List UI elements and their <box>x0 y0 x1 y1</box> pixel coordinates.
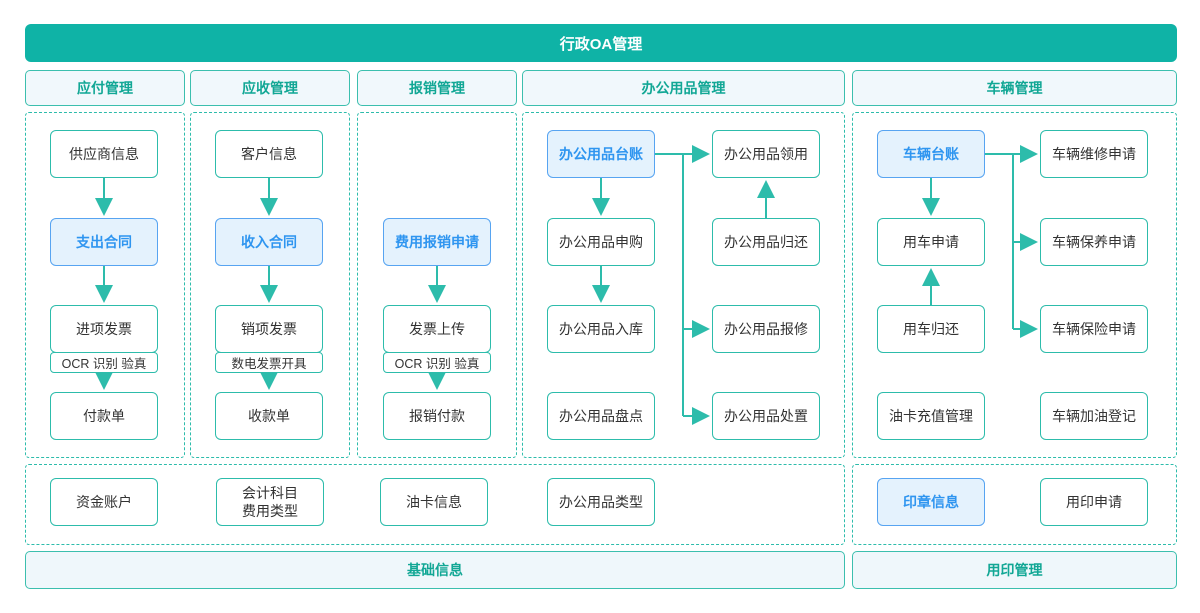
node-expense-contract: 支出合同 <box>50 218 158 266</box>
node-office-supply-type: 办公用品类型 <box>547 478 655 526</box>
node-supplier-info: 供应商信息 <box>50 130 158 178</box>
node-vehicle-use-return: 用车归还 <box>877 305 985 353</box>
node-expense-reimburse-request: 费用报销申请 <box>383 218 491 266</box>
dashed-container-basic-info <box>25 464 845 545</box>
dashed-container-payable <box>25 112 185 458</box>
node-receipt-order: 收款单 <box>215 392 323 440</box>
node-office-supplies-disposal: 办公用品处置 <box>712 392 820 440</box>
node-vehicle-insurance-request: 车辆保险申请 <box>1040 305 1148 353</box>
node-input-invoice: 进项发票 <box>50 305 158 353</box>
node-fund-account: 资金账户 <box>50 478 158 526</box>
node-output-invoice: 销项发票 <box>215 305 323 353</box>
footer-basic-info: 基础信息 <box>25 551 845 589</box>
node-accounting-subject-expense-type: 会计科目 费用类型 <box>216 478 324 526</box>
section-header-office-supplies: 办公用品管理 <box>522 70 845 106</box>
node-office-supplies-ledger: 办公用品台账 <box>547 130 655 178</box>
node-vehicle-repair-request: 车辆维修申请 <box>1040 130 1148 178</box>
footer-seal-management: 用印管理 <box>852 551 1177 589</box>
node-income-contract: 收入合同 <box>215 218 323 266</box>
dashed-container-receivable <box>190 112 350 458</box>
dashed-container-vehicle <box>852 112 1177 458</box>
section-header-vehicle: 车辆管理 <box>852 70 1177 106</box>
node-vehicle-use-request: 用车申请 <box>877 218 985 266</box>
section-header-reimbursement: 报销管理 <box>357 70 517 106</box>
node-invoice-upload: 发票上传 <box>383 305 491 353</box>
tag-digital-invoice-issue: 数电发票开具 <box>215 352 323 373</box>
node-fuel-card-info: 油卡信息 <box>380 478 488 526</box>
node-office-supplies-stocktake: 办公用品盘点 <box>547 392 655 440</box>
node-customer-info: 客户信息 <box>215 130 323 178</box>
node-office-supplies-borrow: 办公用品领用 <box>712 130 820 178</box>
dashed-container-reimbursement <box>357 112 517 458</box>
node-seal-use-request: 用印申请 <box>1040 478 1148 526</box>
tag-ocr-verify-payable: OCR 识别 验真 <box>50 352 158 373</box>
node-office-supplies-purchase: 办公用品申购 <box>547 218 655 266</box>
node-fuel-card-recharge: 油卡充值管理 <box>877 392 985 440</box>
node-office-supplies-inbound: 办公用品入库 <box>547 305 655 353</box>
node-office-supplies-return: 办公用品归还 <box>712 218 820 266</box>
node-reimburse-payment: 报销付款 <box>383 392 491 440</box>
node-payment-order: 付款单 <box>50 392 158 440</box>
node-vehicle-maintain-request: 车辆保养申请 <box>1040 218 1148 266</box>
node-vehicle-refuel-register: 车辆加油登记 <box>1040 392 1148 440</box>
node-office-supplies-repair: 办公用品报修 <box>712 305 820 353</box>
banner-title: 行政OA管理 <box>25 24 1177 62</box>
dashed-container-seal <box>852 464 1177 545</box>
tag-ocr-verify-reimburse: OCR 识别 验真 <box>383 352 491 373</box>
node-vehicle-ledger: 车辆台账 <box>877 130 985 178</box>
dashed-container-office-supplies <box>522 112 845 458</box>
node-seal-info: 印章信息 <box>877 478 985 526</box>
section-header-payable: 应付管理 <box>25 70 185 106</box>
section-header-receivable: 应收管理 <box>190 70 350 106</box>
